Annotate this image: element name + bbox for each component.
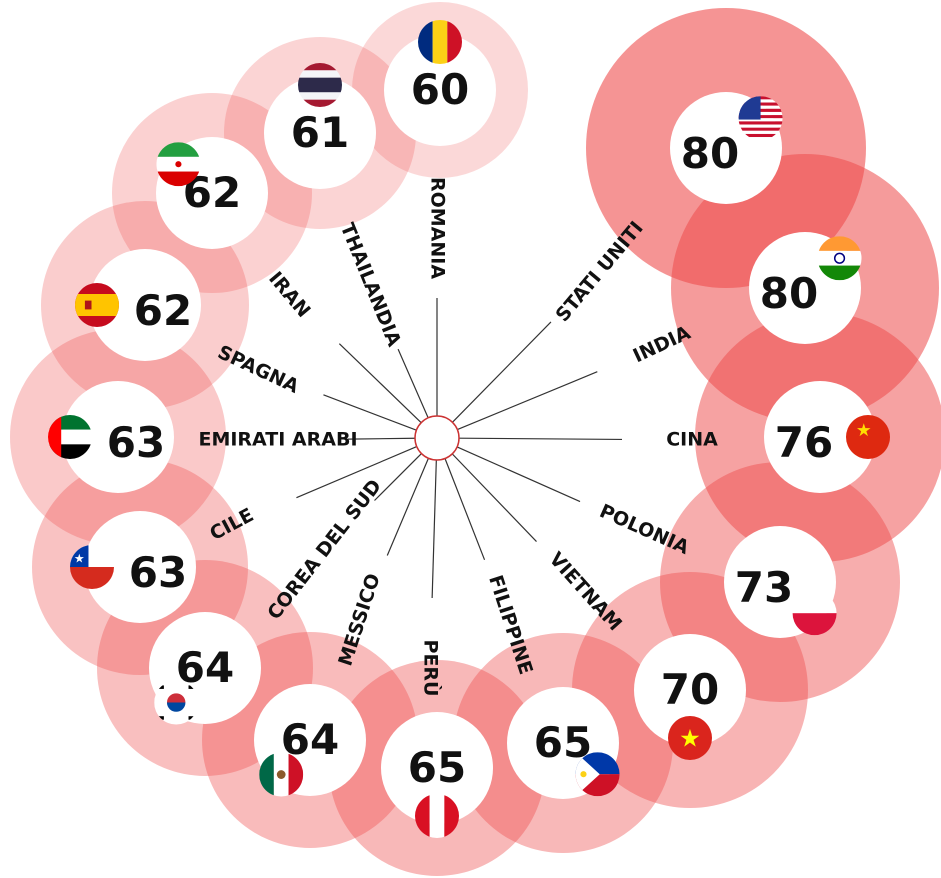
us-flag-icon [738,96,783,141]
value-label-cina: 76 [775,418,833,467]
poland-flag-icon [792,591,837,636]
spoke-india [457,371,598,431]
spain-flag-icon [75,283,119,327]
spoke-cina [458,437,623,441]
country-label-stati-uniti: STATI UNITI [552,217,648,326]
spoke-peru [431,459,437,599]
value-label-romania: 60 [411,65,469,114]
svg-text:★: ★ [74,552,85,566]
value-bubble-peru [381,712,493,824]
value-label-india: 80 [760,269,818,318]
value-bubble-vietnam [634,634,746,746]
spoke-messico [386,458,429,556]
value-label-emirati-arabi: 63 [107,418,165,467]
spokes-layer [296,298,623,599]
svg-text:★: ★ [856,421,872,441]
india-flag-icon [817,236,862,281]
spoke-cile [296,446,417,499]
spoke-polonia [456,446,581,503]
philippines-flag-icon [575,752,620,797]
romania-flag-icon [418,20,462,64]
country-label-emirati-arabi: EMIRATI ARABI [198,429,357,451]
value-bubble-cile [84,511,196,623]
country-label-iran: IRAN [264,268,314,322]
uae-flag-icon [48,415,92,459]
value-bubble-spagna [89,249,201,361]
value-bubble-romania [384,34,496,146]
value-label-spagna: 62 [134,286,192,335]
spoke-filippine [444,458,486,561]
iran-flag-icon [156,142,201,187]
spoke-emirati-arabi [347,437,416,440]
mexico-flag-icon [259,752,304,797]
spoke-stati-uniti [451,321,552,423]
spoke-spagna [323,394,417,431]
value-label-cile: 63 [129,548,187,597]
spoke-thailandia [397,348,429,419]
country-label-spagna: SPAGNA [214,341,302,398]
country-label-romania: ROMANIA [427,177,449,279]
country-label-peru: PERÙ [420,640,444,697]
svg-text:★: ★ [679,724,701,752]
spoke-vietnam [451,453,537,542]
value-label-thailandia: 61 [291,108,349,157]
chile-flag-icon: ★ [70,545,114,589]
peru-flag-icon [415,794,459,838]
china-flag-icon: ★ [846,415,890,459]
vietnam-flag-icon: ★ [668,716,712,760]
thailand-flag-icon [298,63,342,107]
spoke-iran [338,343,422,424]
south-korea-flag-icon [154,680,199,725]
center-hub [414,415,460,461]
country-label-cina: CINA [666,429,718,451]
value-bubble-cina [764,381,876,493]
value-label-peru: 65 [408,743,466,792]
value-bubble-emirati-arabi [62,381,174,493]
value-bubble-thailandia [264,77,376,189]
country-label-messico: MESSICO [334,571,384,669]
value-label-vietnam: 70 [661,665,719,714]
value-label-polonia: 73 [735,563,793,612]
country-label-vietnam: VIETNAM [545,548,626,635]
value-label-stati-uniti: 80 [681,129,739,178]
country-label-india: INDIA [630,322,694,368]
country-label-thailandia: THAILANDIA [336,220,406,350]
spoke-corea-del-sud [374,453,422,501]
